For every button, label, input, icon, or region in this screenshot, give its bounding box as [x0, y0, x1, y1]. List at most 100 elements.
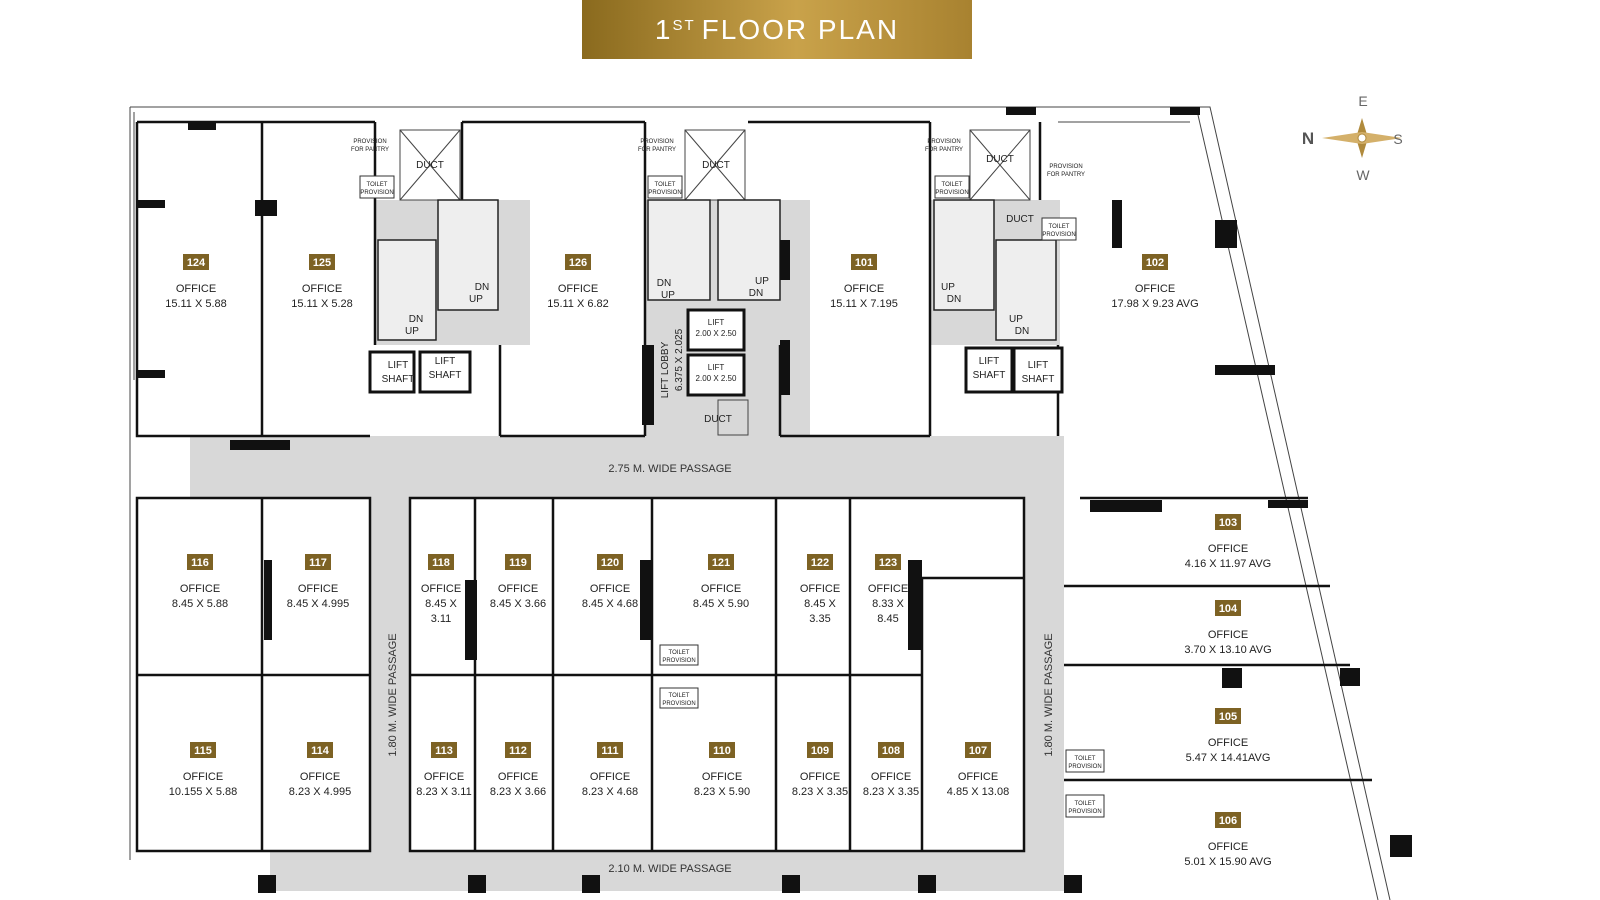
office-size: 10.155 X 5.88 — [169, 786, 238, 798]
office-size: 8.45 X 5.88 — [172, 598, 228, 610]
office-size: 8.23 X 3.66 — [490, 786, 546, 798]
office-size: 15.11 X 5.88 — [165, 298, 227, 310]
office-size: 4.85 X 13.08 — [947, 786, 1009, 798]
ducts — [399, 129, 1031, 436]
office-badge — [565, 254, 591, 270]
duct-label: DUCT — [416, 160, 444, 171]
office-number: 121 — [712, 557, 730, 569]
office-number: 125 — [313, 257, 331, 269]
stair-up: UP — [755, 276, 769, 287]
office-number: 119 — [509, 557, 527, 569]
lift-shaft-label: SHAFT — [429, 370, 462, 381]
office-size: 8.23 X 3.35 — [863, 786, 919, 798]
pantry-label: PROVISION — [1049, 164, 1082, 170]
office-badge — [307, 742, 333, 758]
office-size: 8.45 X 4.68 — [582, 598, 638, 610]
office-type: OFFICE — [498, 771, 538, 783]
office-type: OFFICE — [183, 771, 223, 783]
office-size-line2: 3.35 — [809, 613, 830, 625]
office-size: 8.45 X — [425, 598, 457, 610]
office-type: OFFICE — [1208, 737, 1248, 749]
title-number: 1 — [654, 13, 673, 45]
office-number: 102 — [1146, 257, 1164, 269]
office-badge — [187, 554, 213, 570]
pantry-label: PROVISION — [640, 139, 673, 145]
toilet-label: PROVISION — [1068, 764, 1101, 770]
office-number: 106 — [1219, 815, 1237, 827]
office-badge — [305, 554, 331, 570]
stair-up: UP — [405, 326, 419, 337]
office-badge — [431, 742, 457, 758]
toilet-label: TOILET — [1049, 224, 1070, 230]
office-size-line2: 8.45 — [877, 613, 898, 625]
passage-label-right: 1.80 M. WIDE PASSAGE — [1043, 633, 1055, 756]
office-type: OFFICE — [558, 283, 598, 295]
stair-dn: DN — [749, 288, 763, 299]
toilet-label: TOILET — [367, 182, 388, 188]
office-type: OFFICE — [844, 283, 884, 295]
toilet-label: TOILET — [1075, 756, 1096, 762]
stair-up: UP — [661, 290, 675, 301]
title-superscript: ST — [672, 17, 696, 34]
office-number: 112 — [509, 745, 527, 757]
office-number: 123 — [879, 557, 897, 569]
duct-label: DUCT — [986, 154, 1014, 165]
compass-e: E — [1358, 93, 1367, 109]
office-type: OFFICE — [424, 771, 464, 783]
office-size: 8.45 X — [804, 598, 836, 610]
stair-blocks — [368, 199, 1064, 397]
office-type: OFFICE — [701, 583, 741, 595]
office-type: OFFICE — [590, 583, 630, 595]
office-number: 126 — [569, 257, 587, 269]
lift-shaft-label: LIFT — [388, 360, 409, 371]
lift-label: LIFT — [708, 318, 725, 327]
lift-shaft-label: LIFT — [435, 356, 456, 367]
office-type: OFFICE — [800, 583, 840, 595]
office-size: 8.23 X 3.11 — [416, 786, 471, 798]
stair-dn: DN — [1015, 326, 1029, 337]
office-number: 114 — [311, 745, 330, 757]
duct-label: DUCT — [704, 414, 732, 425]
office-number: 118 — [432, 557, 450, 569]
office-size: 15.11 X 7.195 — [830, 298, 898, 310]
pantry-label: FOR PANTRY — [351, 147, 389, 153]
toilet-label: TOILET — [669, 650, 690, 656]
lift-lobby-label: LIFT LOBBY — [660, 341, 671, 398]
office-size: 8.45 X 3.66 — [490, 598, 546, 610]
compass-w: W — [1356, 167, 1370, 183]
office-size: 8.45 X 5.90 — [693, 598, 749, 610]
office-badge — [1215, 600, 1241, 616]
toilet-label: PROVISION — [662, 658, 695, 664]
office-size: 8.23 X 3.35 — [792, 786, 848, 798]
lift-lobby-size: 6.375 X 2.025 — [674, 328, 685, 391]
